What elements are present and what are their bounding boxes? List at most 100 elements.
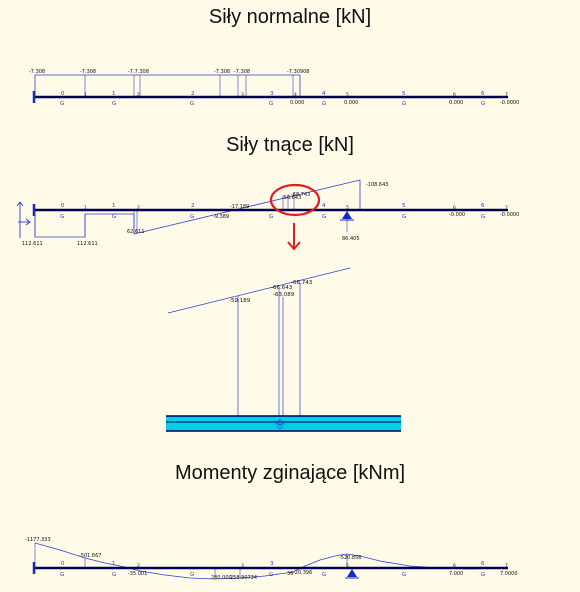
normal-value-label: 0.000 — [290, 100, 304, 106]
shear-value-label: -68.743 — [291, 192, 310, 198]
shear-value-label: -56.643 — [282, 195, 301, 201]
segment-label: G — [60, 101, 64, 107]
node-number: 7 — [505, 205, 508, 211]
shear-forces-title: Siły tnące [kN] — [226, 134, 354, 156]
normal-value-label: -7.308 — [214, 69, 230, 75]
segment-label: G — [322, 101, 326, 107]
normal-value-label: -7.308 — [80, 69, 96, 75]
segment-label: G — [112, 101, 116, 107]
normal-value-label: -7.30908 — [287, 69, 309, 75]
node-number: 4 — [294, 92, 297, 98]
span-label: 3 — [270, 91, 274, 97]
node-number: 6 — [453, 205, 456, 211]
normal-value-label: 0.000 — [449, 100, 463, 106]
normal-force-outline — [34, 74, 301, 97]
bending-moments-title: Momenty zginające [kNm] — [174, 462, 406, 484]
moment-diagram: -1177.333 -501.667 -35.001 280.000 258.9… — [25, 537, 518, 581]
zoom-arrow-icon — [287, 223, 301, 251]
shear-value-label: 112.611 — [22, 241, 43, 247]
roller-support-icon — [345, 569, 359, 579]
span-label: 6 — [481, 561, 485, 567]
normal-value-label: -7.7.308 — [128, 69, 149, 75]
normal-value-label: -0.0000 — [500, 100, 519, 106]
span-label: 3 — [270, 561, 274, 567]
span-label: 4 — [322, 91, 326, 97]
shear-force-outline — [34, 179, 361, 238]
moment-value-label: -501.667 — [79, 553, 101, 559]
moment-value-label: -20.396 — [293, 570, 312, 576]
segment-label: G — [402, 572, 406, 578]
zoom-value-label: -66.643 — [271, 285, 293, 291]
zoom-value-label: -59.189 — [229, 298, 251, 304]
segment-label: G — [190, 572, 194, 578]
segment-label: G — [481, 572, 485, 578]
span-label: 0 — [61, 91, 65, 97]
highlight-circle — [269, 183, 321, 217]
node-number: 5 — [346, 563, 349, 569]
segment-label: G — [190, 214, 194, 220]
node-number: 5 — [346, 92, 349, 98]
span-label: 2 — [191, 91, 195, 97]
segment-label: G — [402, 214, 406, 220]
zoom-value-label: -68.743 — [291, 280, 313, 286]
moment-value-label: -1177.333 — [25, 537, 51, 543]
span-label: 5 — [402, 203, 406, 209]
normal-value-label: 0.000 — [344, 100, 358, 106]
segment-label: G — [60, 572, 64, 578]
span-label: 1 — [112, 561, 116, 567]
node-number: 2 — [137, 92, 140, 98]
moment-value-label: -520.856 — [339, 555, 361, 561]
normal-force-diagram: -7.308 -7.308 -7.7.308 -7.308 -7.308 -7.… — [29, 69, 519, 107]
moment-value-label: 7.000 — [449, 571, 463, 577]
normal-forces-title: Siły normalne [kN] — [208, 6, 372, 28]
span-label: 6 — [481, 91, 485, 97]
zoom-node-marker-icon — [275, 418, 285, 430]
node-number: 3 — [241, 563, 244, 569]
segment-label: G — [402, 101, 406, 107]
shear-value-label: -17.189 — [230, 204, 249, 210]
reaction-arrows — [16, 201, 31, 238]
segment-label: G — [481, 214, 485, 220]
segment-label: G — [269, 214, 273, 220]
moment-curve — [34, 542, 509, 580]
node-number: 3 — [241, 92, 244, 98]
node-number: 1 — [84, 92, 87, 98]
moment-value-label: 258.90734 — [230, 575, 257, 581]
span-label: 0 — [61, 561, 65, 567]
normal-value-label: -7.308 — [234, 69, 250, 75]
segment-label: G — [322, 572, 326, 578]
node-number: 5 — [346, 205, 349, 211]
node-number: 6 — [453, 563, 456, 569]
node-number: 6 — [453, 92, 456, 98]
shear-force-diagram: 112.611 112.611 62.611 -9.389 -17.189 -5… — [16, 179, 519, 251]
shear-value-label: 86.405 — [342, 236, 360, 242]
shear-value-label: 112.611 — [77, 241, 98, 247]
node-number: 2 — [137, 563, 140, 569]
normal-value-label: -7.308 — [29, 69, 45, 75]
span-label: 1 — [112, 91, 116, 97]
moment-value-label: 280.000 — [211, 575, 232, 581]
segment-label: G — [322, 214, 326, 220]
node-number: 7 — [505, 92, 508, 98]
moment-value-label: 7.0000 — [500, 571, 518, 577]
span-label: 6 — [481, 203, 485, 209]
shear-value-label: -9.389 — [213, 214, 229, 220]
node-number: 2 — [137, 205, 140, 211]
span-label: 5 — [402, 91, 406, 97]
segment-label: G — [112, 572, 116, 578]
segment-label: G — [60, 214, 64, 220]
span-label: 4 — [322, 203, 326, 209]
shear-value-label: -108.643 — [366, 182, 388, 188]
shear-value-label: -0.000 — [449, 212, 465, 218]
roller-support-icon — [340, 211, 354, 221]
node-number: 7 — [505, 563, 508, 569]
zoom-shear-line — [167, 267, 351, 314]
node-number: 1 — [84, 205, 87, 211]
shear-value-label: 62.611 — [127, 229, 145, 235]
span-label: 2 — [191, 203, 195, 209]
segment-label: G — [112, 214, 116, 220]
zoom-value-label: -63.089 — [273, 292, 295, 298]
moment-value-label: -35.001 — [128, 571, 147, 577]
segment-label: G — [269, 572, 273, 578]
